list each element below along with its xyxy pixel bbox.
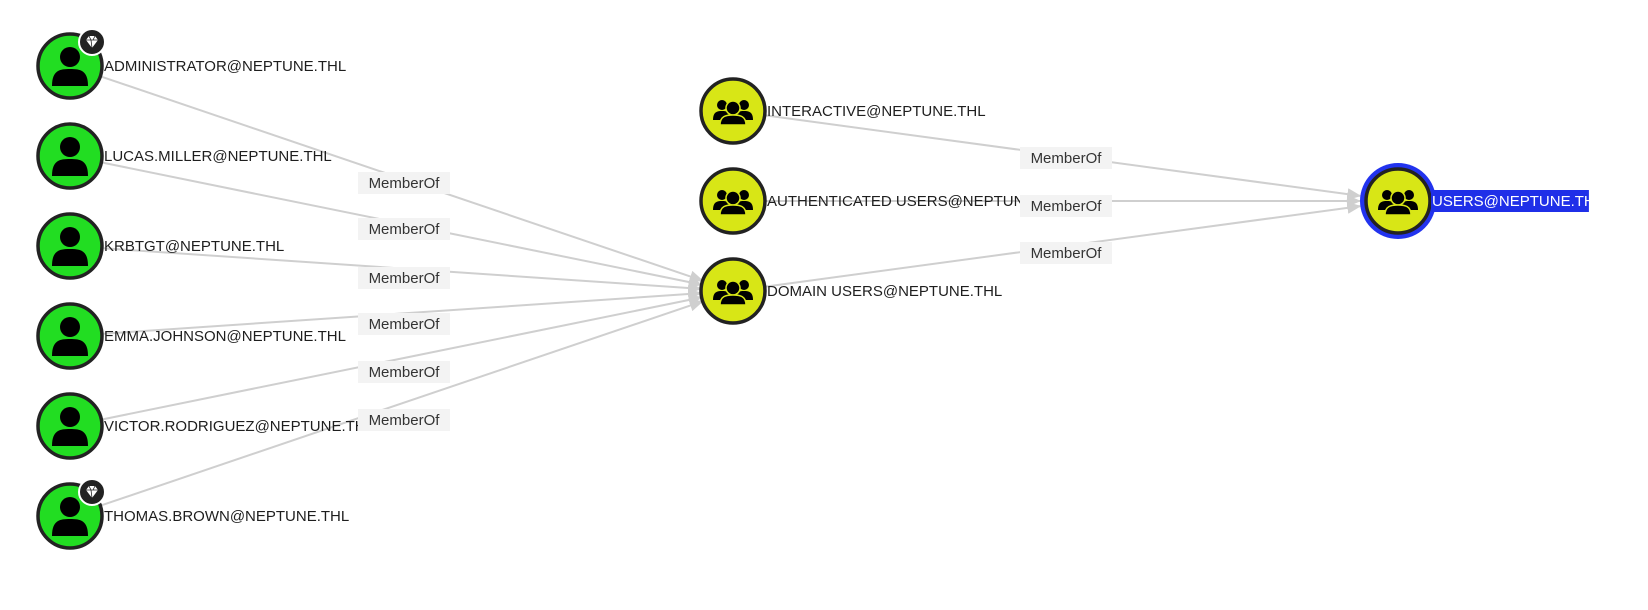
- node-label: KRBTGT@NEPTUNE.THL: [104, 238, 284, 255]
- node-label: EMMA.JOHNSON@NEPTUNE.THL: [104, 328, 346, 345]
- user-icon: [52, 407, 88, 446]
- edge-label-background: [1020, 242, 1112, 264]
- edge-label-krbtgt-to-domainusers: MemberOf: [358, 267, 450, 289]
- node-group-users[interactable]: USERS@NEPTUNE.THL: [1360, 163, 1603, 239]
- edge-label-background: [358, 313, 450, 335]
- user-icon: [52, 227, 88, 266]
- edge-label-background: [358, 267, 450, 289]
- node-user-thomas-brown[interactable]: THOMAS.BROWN@NEPTUNE.THL: [36, 478, 349, 550]
- gem-icon: [78, 478, 106, 506]
- edge-label-emma-to-domainusers: MemberOf: [358, 313, 450, 335]
- edge-label-background: [358, 361, 450, 383]
- edge-label-thomas-to-domainusers: MemberOf: [358, 409, 450, 431]
- node-label: ADMINISTRATOR@NEPTUNE.THL: [104, 58, 346, 75]
- group-icon: [1378, 190, 1418, 216]
- node-label: DOMAIN USERS@NEPTUNE.THL: [767, 283, 1002, 300]
- nodes-layer: ADMINISTRATOR@NEPTUNE.THL LUCAS.MILLER@NE…: [36, 28, 1603, 550]
- edge-label-text: MemberOf: [369, 175, 441, 192]
- node-label: THOMAS.BROWN@NEPTUNE.THL: [104, 508, 349, 525]
- node-user-administrator[interactable]: ADMINISTRATOR@NEPTUNE.THL: [36, 28, 346, 100]
- edge-label-background: [1020, 195, 1112, 217]
- user-icon: [52, 497, 88, 536]
- gem-icon: [78, 28, 106, 56]
- edge-label-text: MemberOf: [1031, 198, 1103, 215]
- user-icon: [52, 317, 88, 356]
- edge-label-text: MemberOf: [369, 270, 441, 287]
- edge-label-background: [358, 172, 450, 194]
- node-label: LUCAS.MILLER@NEPTUNE.THL: [104, 148, 332, 165]
- group-icon: [713, 100, 753, 126]
- edge-thomas-to-domainusers[interactable]: [99, 299, 704, 507]
- edge-label-text: MemberOf: [369, 364, 441, 381]
- edge-label-text: MemberOf: [369, 316, 441, 333]
- edge-label-background: [1020, 147, 1112, 169]
- node-user-victor-rodriguez[interactable]: VICTOR.RODRIGUEZ@NEPTUNE.THL: [36, 392, 374, 460]
- edge-label-authenticated-to-users: MemberOf: [1020, 195, 1112, 217]
- edge-label-text: MemberOf: [1031, 245, 1103, 262]
- node-user-lucas-miller[interactable]: LUCAS.MILLER@NEPTUNE.THL: [36, 122, 332, 190]
- node-group-interactive[interactable]: INTERACTIVE@NEPTUNE.THL: [699, 77, 986, 145]
- node-label: USERS@NEPTUNE.THL: [1432, 193, 1603, 210]
- node-user-krbtgt[interactable]: KRBTGT@NEPTUNE.THL: [36, 212, 284, 280]
- edge-labels-layer: MemberOfMemberOfMemberOfMemberOfMemberOf…: [358, 147, 1112, 431]
- edge-label-admin-to-domainusers: MemberOf: [358, 172, 450, 194]
- edge-label-interactive-to-users: MemberOf: [1020, 147, 1112, 169]
- group-icon: [713, 190, 753, 216]
- edge-label-text: MemberOf: [1031, 150, 1103, 167]
- edge-label-victor-to-domainusers: MemberOf: [358, 361, 450, 383]
- edge-victor-to-domainusers[interactable]: [101, 294, 703, 421]
- group-icon: [713, 280, 753, 306]
- edge-label-text: MemberOf: [369, 221, 441, 238]
- edge-label-text: MemberOf: [369, 412, 441, 429]
- user-icon: [52, 47, 88, 86]
- node-group-domain-users[interactable]: DOMAIN USERS@NEPTUNE.THL: [699, 257, 1002, 325]
- edge-label-lucas-to-domainusers: MemberOf: [358, 218, 450, 240]
- node-group-authenticated-users[interactable]: AUTHENTICATED USERS@NEPTUNE.THL: [699, 167, 1067, 235]
- selected-label-background: [1431, 190, 1589, 212]
- edge-label-background: [358, 218, 450, 240]
- edge-label-domainusers-to-users: MemberOf: [1020, 242, 1112, 264]
- user-icon: [52, 137, 88, 176]
- edge-label-background: [358, 409, 450, 431]
- node-label: INTERACTIVE@NEPTUNE.THL: [767, 103, 986, 120]
- node-user-emma-johnson[interactable]: EMMA.JOHNSON@NEPTUNE.THL: [36, 302, 346, 370]
- node-label: AUTHENTICATED USERS@NEPTUNE.THL: [767, 193, 1067, 210]
- node-label: VICTOR.RODRIGUEZ@NEPTUNE.THL: [104, 418, 374, 435]
